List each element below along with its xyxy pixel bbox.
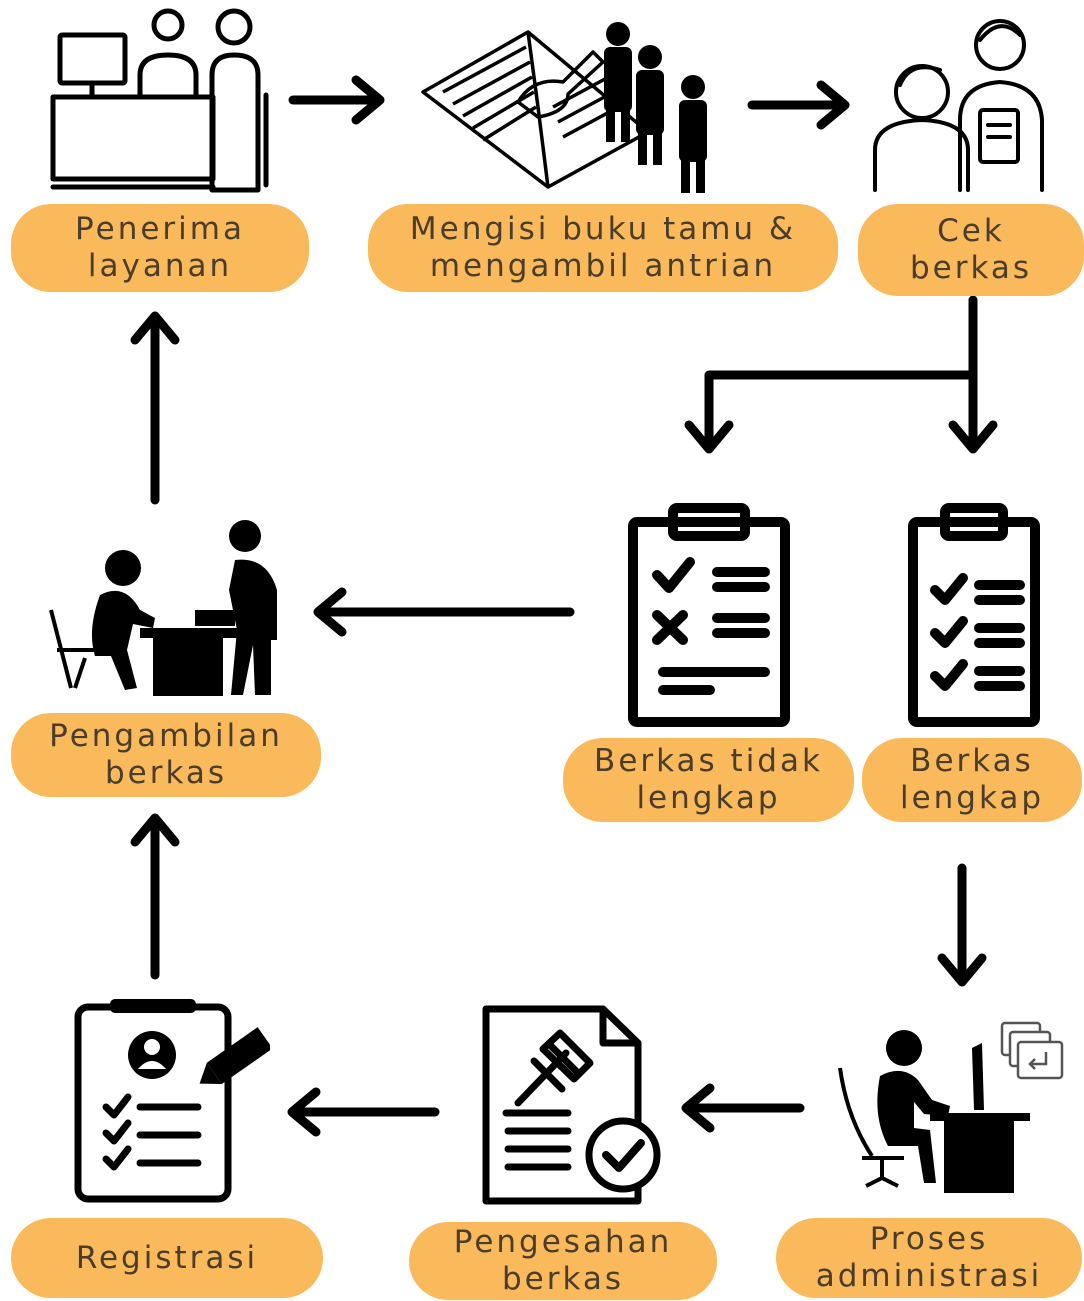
step-mengisi-buku-tamu-label: Mengisi buku tamu & mengambil antrian: [409, 211, 797, 284]
arrow-lengkap-to-proses: [937, 863, 987, 987]
step-berkas-lengkap: Berkas lengkap: [862, 738, 1082, 822]
office-computer-work-icon: [838, 1021, 1064, 1193]
arrow-pengambilan-to-penerima: [130, 311, 180, 505]
clipboard-incomplete-icon: [628, 503, 790, 727]
guest-book-queue-icon: [421, 22, 707, 193]
step-pengambilan-berkas-label: Pengambilan berkas: [49, 718, 283, 791]
step-proses-administrasi-label: Proses administrasi: [815, 1221, 1043, 1294]
step-mengisi-buku-tamu: Mengisi buku tamu & mengambil antrian: [368, 204, 838, 292]
step-pengesahan-berkas: Pengesahan berkas: [409, 1222, 717, 1300]
step-pengesahan-berkas-label: Pengesahan berkas: [453, 1224, 673, 1297]
step-berkas-tidak-lengkap: Berkas tidak lengkap: [563, 738, 854, 822]
step-registrasi-label: Registrasi: [75, 1239, 259, 1276]
reception-desk-icon: [50, 8, 269, 193]
arrow-pengesahan-to-registrasi: [287, 1087, 440, 1137]
step-proses-administrasi: Proses administrasi: [776, 1218, 1082, 1298]
registration-clipboard-icon: [74, 999, 270, 1203]
arrow-tidaklengkap-to-pengambilan: [313, 587, 575, 637]
document-pickup-icon: [49, 520, 277, 696]
step-penerima-layanan: Penerima layanan: [11, 204, 309, 292]
step-cek-berkas: Cek berkas: [858, 204, 1084, 296]
arrow-registrasi-to-pengambilan: [130, 813, 180, 980]
document-approval-gavel-icon: [482, 1005, 661, 1205]
step-pengambilan-berkas: Pengambilan berkas: [11, 713, 321, 797]
arrow-penerima-to-bukutamu: [288, 75, 385, 125]
step-penerima-layanan-label: Penerima layanan: [75, 211, 245, 284]
step-berkas-lengkap-label: Berkas lengkap: [899, 743, 1045, 816]
arrow-bukutamu-to-cek: [747, 80, 850, 130]
step-berkas-tidak-lengkap-label: Berkas tidak lengkap: [594, 743, 823, 816]
clipboard-complete-icon: [908, 503, 1040, 727]
arrow-proses-to-pengesahan: [681, 1083, 805, 1133]
step-registrasi: Registrasi: [11, 1218, 323, 1298]
document-check-consultation-icon: [873, 19, 1044, 192]
arrow-cek-split: [684, 295, 998, 454]
step-cek-berkas-label: Cek berkas: [909, 213, 1033, 286]
